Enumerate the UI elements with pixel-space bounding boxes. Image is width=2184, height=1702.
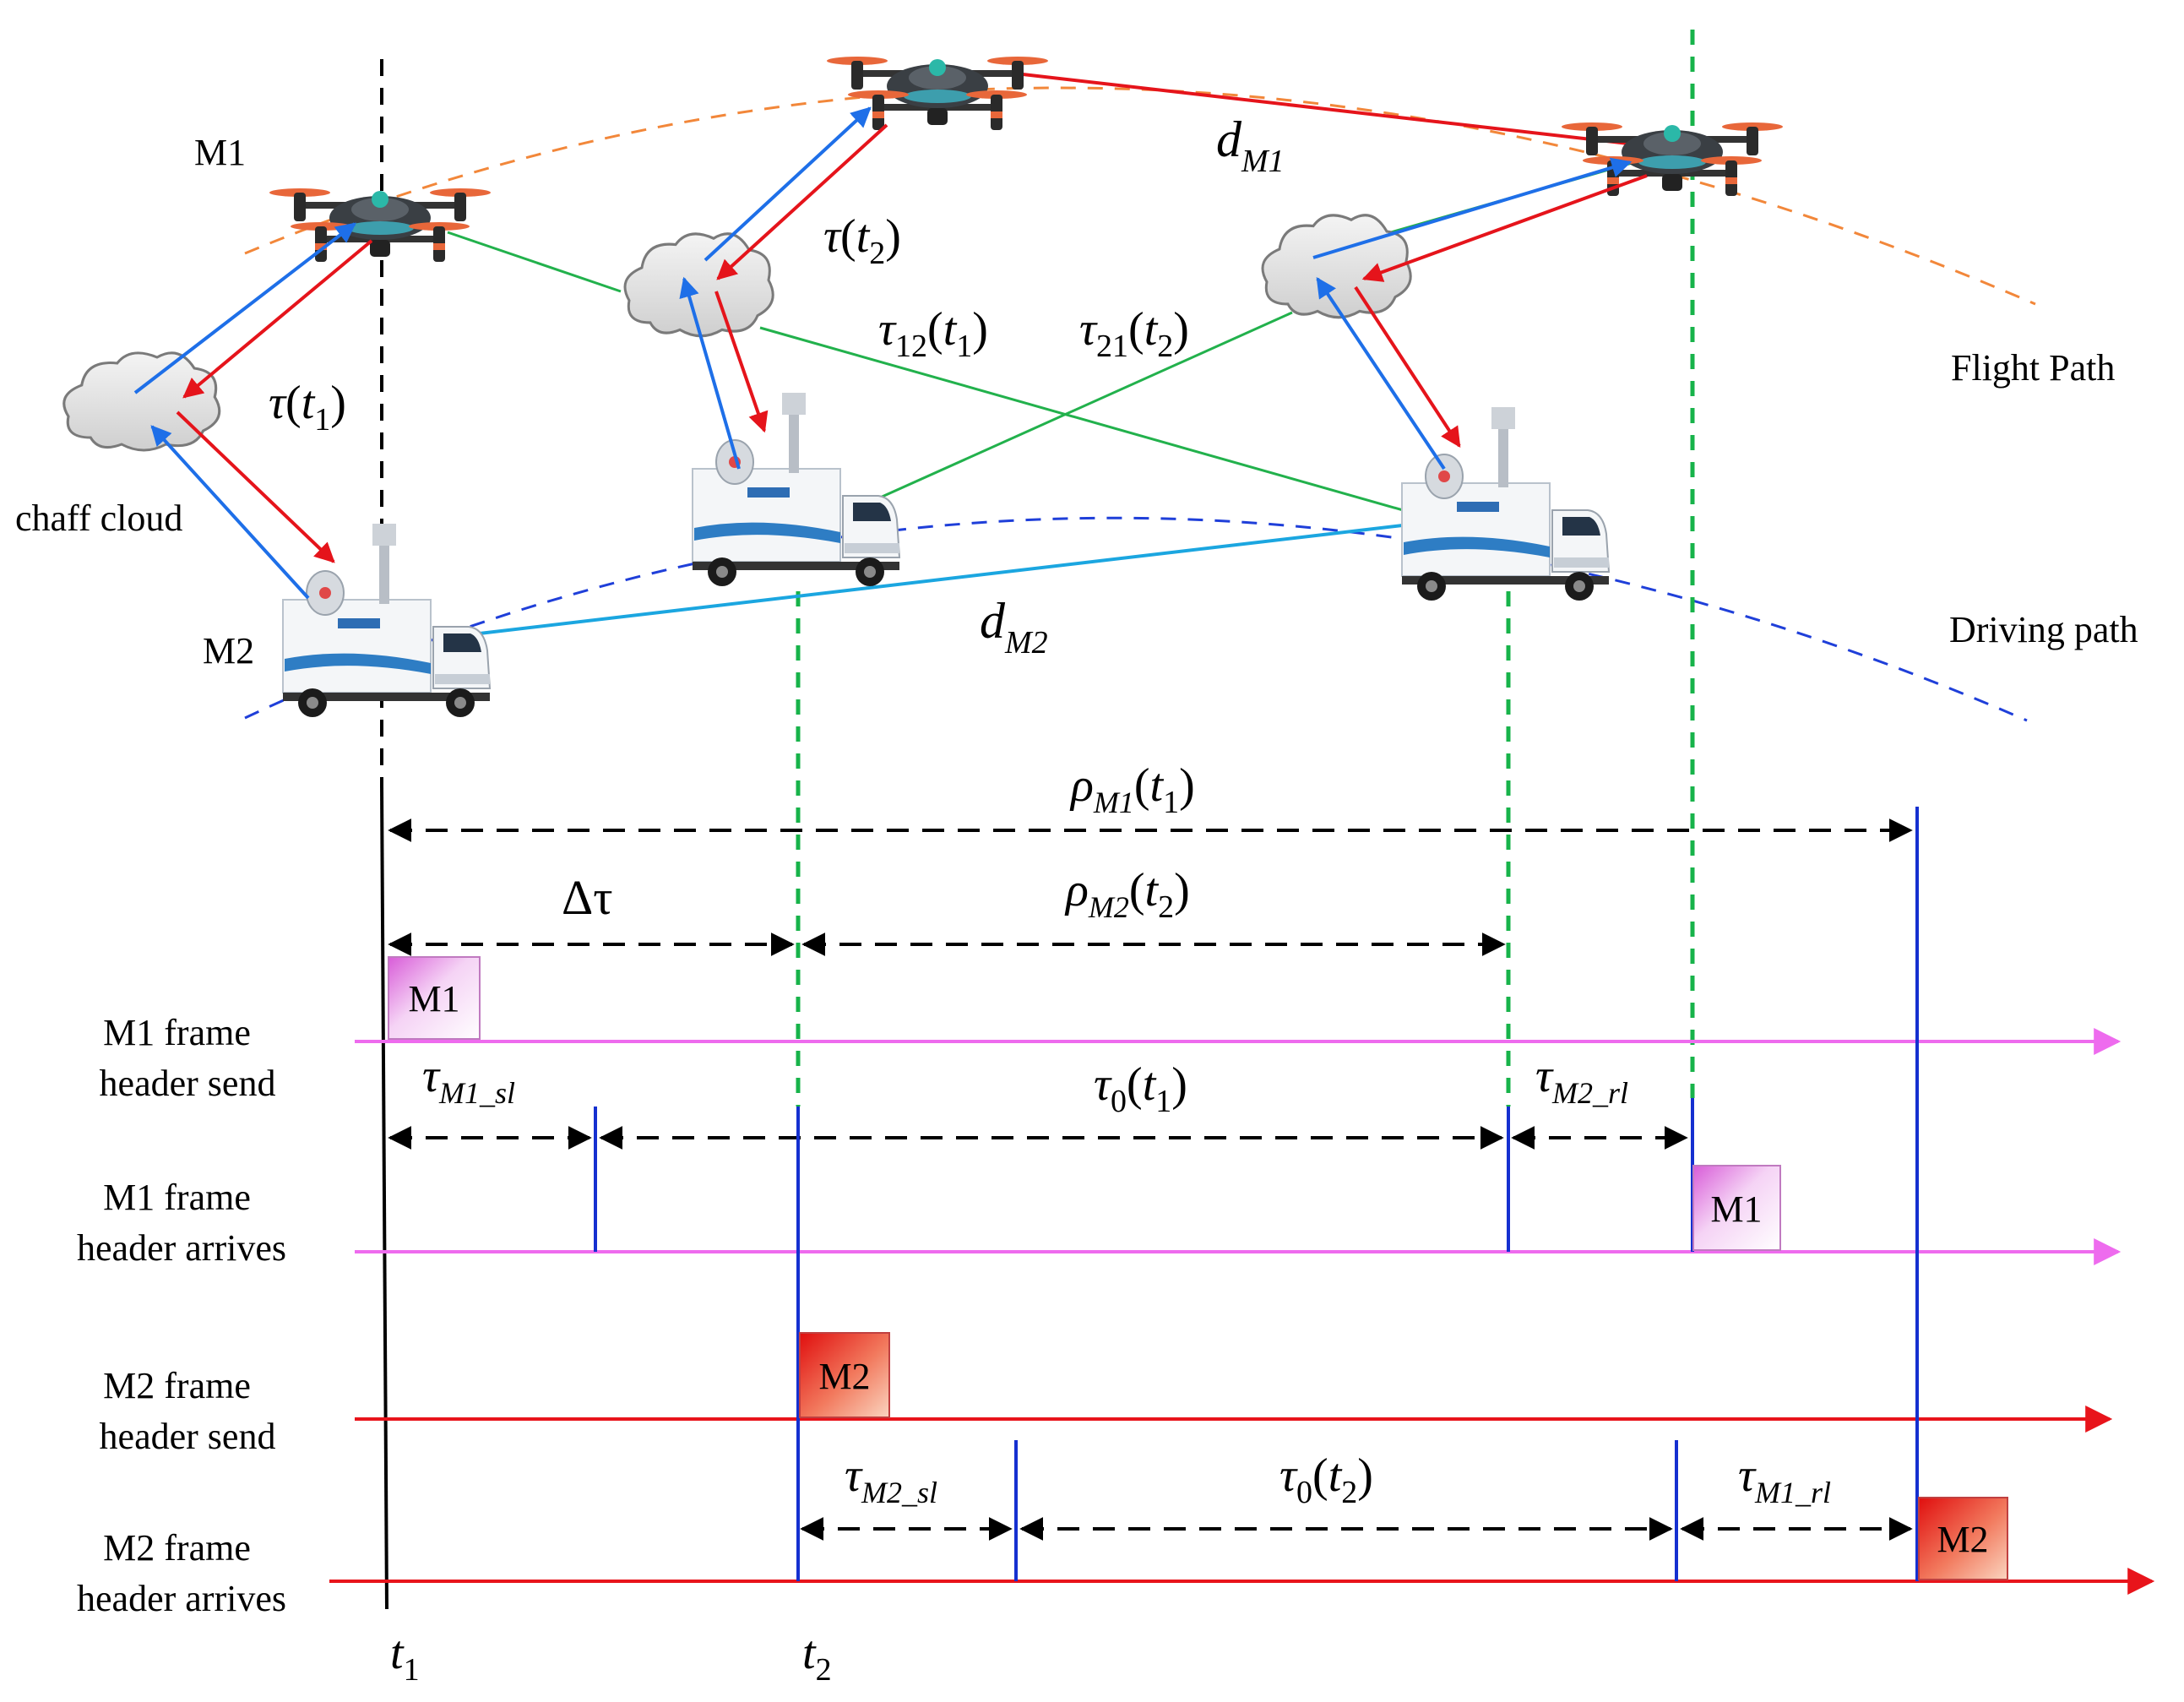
green-link-cloud2-truck3	[759, 326, 1437, 521]
blue-arrow-truck1-cloud1	[150, 425, 310, 600]
red-arrow-drone3-cloud3	[1361, 174, 1648, 282]
label-tau-m2-sl: τM2_sl	[845, 1449, 937, 1509]
label-tau12-t1: τ12(t1)	[878, 303, 988, 364]
label-delta-tau: Δτ	[562, 870, 613, 925]
row-label-m1-arrive: M1 frame header arrives	[77, 1177, 286, 1269]
red-arrow-cloud2-truck2	[714, 291, 769, 433]
truck-m2-t2	[692, 392, 900, 587]
green-link-m1-cloud2	[447, 231, 622, 293]
frame-box-m2-arrive: M2	[1918, 1497, 2008, 1580]
blue-arrow-truck3-cloud3	[1316, 277, 1446, 470]
label-t1: t1	[390, 1627, 420, 1688]
label-tau-t1: τ(t1)	[269, 377, 346, 438]
red-arrow-cloud1-truck1	[176, 411, 335, 563]
label-rho-m2-t2: ρM2(t2)	[1064, 864, 1190, 925]
label-m2: M2	[203, 630, 254, 672]
svg-text:M2: M2	[1937, 1519, 1988, 1560]
row-label-m2-send: M2 frame header send	[100, 1365, 276, 1457]
chaff-cloud-3	[1261, 214, 1412, 319]
frame-box-m1-arrive: M1	[1692, 1165, 1781, 1251]
driving-path-curve	[244, 516, 2028, 722]
frame-box-m2-send: M2	[799, 1332, 890, 1418]
svg-text:M1: M1	[408, 978, 459, 1020]
label-tau21-t2: τ21(t2)	[1079, 303, 1189, 364]
label-m1: M1	[194, 132, 246, 173]
svg-text:M2: M2	[818, 1356, 870, 1397]
label-driving-path: Driving path	[1949, 609, 2138, 650]
green-link-truck2-cloud3	[877, 311, 1293, 500]
label-tau-m1-rl: τM1_rl	[1738, 1449, 1831, 1509]
label-dM1: dM1	[1216, 111, 1285, 179]
blue-arrow-cloud1-drone1	[133, 222, 356, 394]
truck-m2-t1	[282, 523, 491, 718]
drone-m1-t1	[269, 188, 491, 262]
red-arrow-drone1-cloud1	[182, 239, 373, 399]
svg-text:M1: M1	[1710, 1188, 1762, 1230]
blue-arrow-cloud2-drone2	[704, 106, 872, 262]
t1-solid-line	[380, 785, 388, 1610]
red-arrow-cloud3-truck3	[1354, 285, 1461, 449]
chaff-cloud-1	[62, 351, 221, 452]
blue-arrow-truck2-cloud2	[679, 276, 741, 470]
label-dM2: dM2	[980, 593, 1048, 661]
flight-path-curve	[244, 86, 2036, 306]
row-label-m1-send: M1 frame header send	[100, 1012, 276, 1104]
truck-m2-t3	[1401, 406, 1610, 601]
label-rho-m1-t1: ρM1(t1)	[1069, 759, 1195, 820]
dM2-line	[443, 520, 1432, 639]
label-chaff-cloud: chaff cloud	[15, 498, 182, 539]
frame-box-m1-send: M1	[388, 956, 481, 1040]
label-flight-path: Flight Path	[1951, 347, 2115, 389]
label-t2: t2	[802, 1627, 832, 1688]
blue-arrow-cloud3-drone3	[1312, 157, 1633, 259]
label-tau0-t2: τ0(t2)	[1279, 1449, 1373, 1510]
dM1-line	[1000, 70, 1643, 147]
red-arrow-drone2-cloud2	[716, 123, 888, 280]
label-tau-m2-rl: τM2_rl	[1535, 1050, 1628, 1110]
label-tau-t2: τ(t2)	[823, 210, 901, 271]
label-tau-m1-sl: τM1_sl	[422, 1050, 515, 1110]
drone-m1-t3	[1562, 122, 1783, 196]
label-tau0-t1: τ0(t1)	[1094, 1058, 1187, 1119]
row-label-m2-arrive: M2 frame header arrives	[77, 1527, 286, 1619]
